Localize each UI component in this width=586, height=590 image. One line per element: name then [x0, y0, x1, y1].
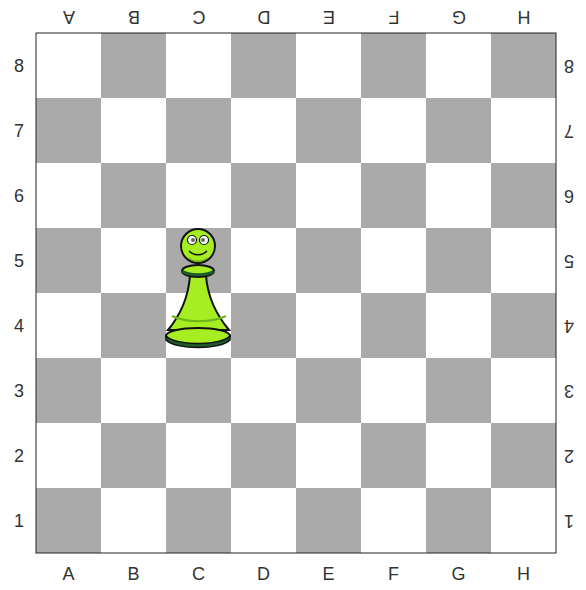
board-square [361, 228, 426, 293]
board-square [166, 488, 231, 553]
board-square [101, 98, 166, 163]
board-square [361, 423, 426, 488]
file-label: B [122, 5, 146, 29]
board-square [361, 488, 426, 553]
board-square [426, 98, 491, 163]
rank-label: 3 [7, 379, 31, 403]
file-label: D [252, 5, 276, 29]
board-square [36, 33, 101, 98]
file-label: C [187, 562, 211, 586]
board-square [101, 488, 166, 553]
board-square [426, 33, 491, 98]
file-label: G [447, 562, 471, 586]
board-squares [36, 33, 556, 553]
file-label: F [382, 5, 406, 29]
rank-label: 5 [557, 249, 581, 273]
rank-label: 5 [7, 249, 31, 273]
board-square [36, 98, 101, 163]
file-label: G [447, 5, 471, 29]
rank-label: 1 [7, 509, 31, 533]
board-square [166, 423, 231, 488]
board-square [491, 293, 556, 358]
board-square [426, 358, 491, 423]
board-square [491, 33, 556, 98]
board-square [231, 358, 296, 423]
board-square [166, 163, 231, 228]
rank-label: 7 [557, 119, 581, 143]
board-square [231, 423, 296, 488]
board-square [296, 98, 361, 163]
board-square [426, 163, 491, 228]
file-label: B [122, 562, 146, 586]
board-square [296, 423, 361, 488]
board-square [361, 293, 426, 358]
board-square [426, 228, 491, 293]
board-square [101, 228, 166, 293]
board-square [36, 488, 101, 553]
pawn-piece [166, 229, 230, 348]
file-label: A [57, 562, 81, 586]
board-square [361, 358, 426, 423]
file-label: H [512, 562, 536, 586]
rank-label: 6 [7, 184, 31, 208]
board-square [491, 423, 556, 488]
board-square [36, 423, 101, 488]
board-square [166, 358, 231, 423]
board-square [296, 293, 361, 358]
board-square [231, 228, 296, 293]
board-square [361, 98, 426, 163]
board-square [231, 163, 296, 228]
board-square [101, 33, 166, 98]
board-square [296, 358, 361, 423]
file-label: H [512, 5, 536, 29]
board-square [296, 33, 361, 98]
board-square [491, 163, 556, 228]
board-square [491, 98, 556, 163]
file-label: E [317, 5, 341, 29]
file-label: D [252, 562, 276, 586]
board-square [231, 293, 296, 358]
rank-label: 4 [557, 314, 581, 338]
board-square [231, 98, 296, 163]
board-square [101, 293, 166, 358]
board-square [36, 163, 101, 228]
board-border [36, 33, 556, 553]
rank-label: 6 [557, 184, 581, 208]
board-square [426, 488, 491, 553]
rank-label: 3 [557, 379, 581, 403]
board-square [361, 163, 426, 228]
file-label: F [382, 562, 406, 586]
board-square [296, 163, 361, 228]
board-square [361, 33, 426, 98]
board-square [426, 423, 491, 488]
board-square [296, 228, 361, 293]
rank-label: 8 [557, 54, 581, 78]
rank-label: 4 [7, 314, 31, 338]
file-label: A [57, 5, 81, 29]
board-square [101, 358, 166, 423]
board-square [426, 293, 491, 358]
board-square [296, 488, 361, 553]
board-square [166, 98, 231, 163]
board-square [101, 163, 166, 228]
board-square [491, 228, 556, 293]
board-square [491, 358, 556, 423]
file-label: C [187, 5, 211, 29]
file-label: E [317, 562, 341, 586]
rank-label: 8 [7, 54, 31, 78]
board-square [36, 228, 101, 293]
board-square [231, 33, 296, 98]
rank-label: 2 [557, 444, 581, 468]
board-square [166, 33, 231, 98]
board-square [36, 293, 101, 358]
board-square [491, 488, 556, 553]
board-square [101, 423, 166, 488]
board-square [36, 358, 101, 423]
rank-label: 2 [7, 444, 31, 468]
rank-label: 7 [7, 119, 31, 143]
board-square [231, 488, 296, 553]
rank-label: 1 [557, 509, 581, 533]
